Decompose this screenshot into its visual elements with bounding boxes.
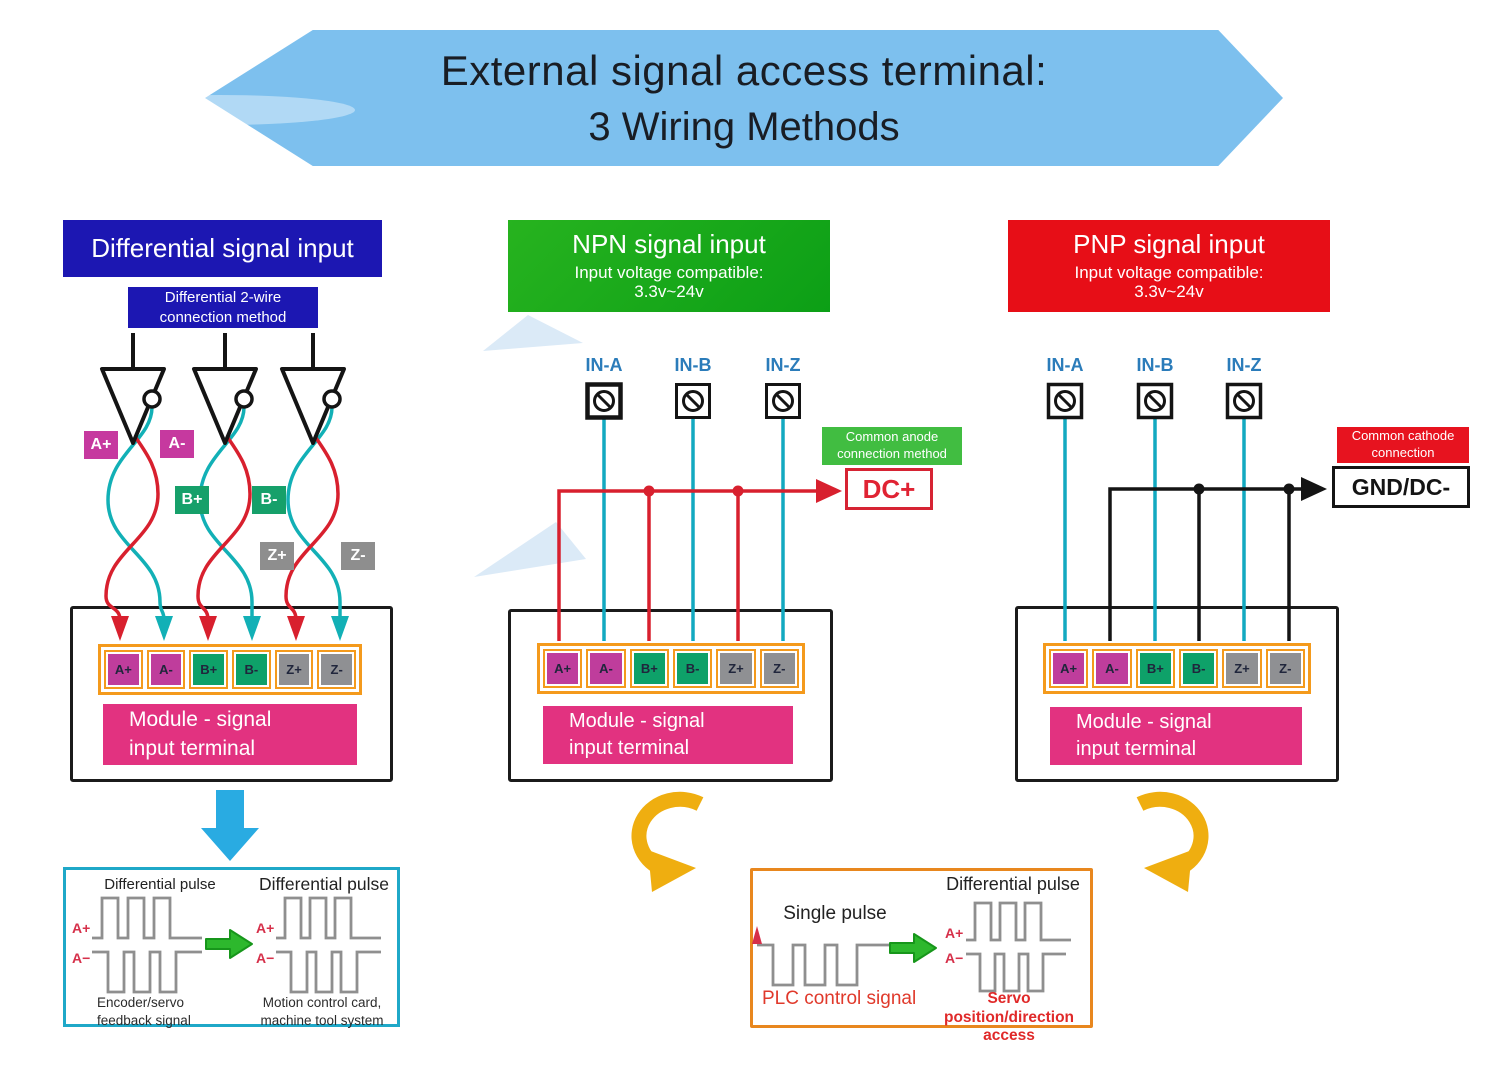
a-plus-label: A+ (72, 920, 91, 936)
pnp-header: PNP signal input Input voltage compatibl… (1008, 220, 1330, 312)
terminal-cell: B- (1178, 649, 1219, 688)
dc-plus-box: DC+ (845, 468, 933, 510)
terminal-label: Z+ (720, 653, 752, 684)
terminal-cell: A+ (1049, 649, 1089, 688)
pulse-right-caption: Servo position/direction access (943, 990, 1075, 1045)
feedback-left-title: Differential pulse (104, 876, 216, 893)
line-driver-symbols (100, 333, 346, 445)
pnp-module-label: Module - signal input terminal (1050, 707, 1302, 765)
input-label-in-z: IN-Z (1226, 355, 1262, 375)
terminal-label: Z+ (278, 654, 310, 685)
banner-line1: External signal access terminal: (440, 46, 1048, 94)
npn-subtitle: Input voltage compatible: (574, 262, 764, 282)
pulse-left-title: Single pulse (783, 903, 887, 924)
terminal-cell: B+ (629, 649, 669, 688)
differential-method-label: Differential 2-wire connection method (128, 287, 318, 328)
decorative-triangles (85, 95, 586, 577)
gnd-dc-minus-box: GND/DC- (1332, 466, 1470, 508)
terminal-cell: A+ (543, 649, 583, 688)
pnp-title: PNP signal input (1073, 229, 1265, 259)
pnp-connection-label: Common cathode connection (1337, 427, 1469, 463)
terminal-label: B+ (633, 653, 665, 684)
terminal-cell: A- (146, 650, 186, 689)
npn-terminal-strip: A+ A- B+ B- Z+ Z- (537, 643, 805, 694)
title-banner: External signal access terminal: 3 Wirin… (205, 30, 1283, 166)
terminal-label: A+ (547, 653, 579, 684)
differential-twisted-pairs (104, 397, 342, 621)
terminal-label: A- (590, 653, 622, 684)
a-minus-label: A− (72, 950, 91, 966)
npn-module-label: Module - signal input terminal (543, 706, 793, 764)
terminal-label: Z+ (1226, 653, 1258, 684)
yellow-curved-arrow-left (631, 791, 704, 892)
wire-label-a-plus: A+ (84, 431, 118, 459)
pulse-right-title: Differential pulse (946, 874, 1080, 894)
input-label-in-b: IN-B (674, 355, 712, 375)
a-plus-label: A+ (945, 925, 964, 941)
wire-label-b-minus: B- (252, 486, 286, 514)
npn-title: NPN signal input (572, 229, 766, 259)
wire-label-z-plus: Z+ (260, 542, 294, 570)
terminal-cell: A- (586, 649, 626, 688)
wire-label-z-minus: Z- (341, 542, 375, 570)
input-label-in-b: IN-B (1136, 355, 1174, 375)
terminal-cell: Z- (759, 649, 799, 688)
terminal-label: A+ (108, 654, 139, 685)
input-label-in-a: IN-A (585, 355, 623, 375)
a-plus-label: A+ (256, 920, 275, 936)
npn-screw-terminals (585, 382, 801, 420)
differential-module-label: Module - signal input terminal (103, 704, 357, 765)
feedback-left-caption: Encoder/servo feedback signal (97, 995, 191, 1028)
terminal-cell: A+ (104, 650, 143, 689)
npn-voltage: 3.3v~24v (634, 282, 704, 302)
terminal-label: A+ (1053, 653, 1085, 684)
terminal-cell: A- (1092, 649, 1132, 688)
feedback-right-title: Differential pulse (258, 874, 390, 894)
npn-connection-label: Common anode connection method (822, 427, 962, 465)
blue-down-arrow (201, 790, 259, 861)
terminal-cell: B+ (189, 650, 229, 689)
npn-header: NPN signal input Input voltage compatibl… (508, 220, 830, 312)
terminal-label: A- (1096, 653, 1128, 684)
terminal-cell: Z- (1265, 649, 1305, 688)
pnp-voltage: 3.3v~24v (1134, 282, 1204, 302)
pnp-terminal-strip: A+ A- B+ B- Z+ Z- (1043, 643, 1311, 694)
npn-signal-wires (602, 418, 785, 641)
terminal-label: Z- (1269, 653, 1301, 684)
terminal-label: A- (150, 654, 182, 685)
wire-label-a-minus: A- (160, 430, 194, 458)
terminal-cell: Z+ (1222, 649, 1262, 688)
terminal-cell: B- (232, 650, 271, 689)
input-label-in-a: IN-A (1046, 355, 1084, 375)
terminal-label: B- (676, 653, 709, 684)
pulse-left-caption: PLC control signal (762, 988, 917, 1009)
terminal-label: B+ (1139, 653, 1171, 684)
terminal-label: B+ (193, 654, 225, 685)
banner-line2: 3 Wiring Methods (588, 104, 900, 149)
terminal-cell: Z+ (274, 650, 314, 689)
feedback-right-caption: Motion control card, machine tool system (260, 995, 384, 1028)
a-minus-label: A− (945, 950, 964, 966)
terminal-cell: B- (672, 649, 713, 688)
differential-header: Differential signal input (63, 220, 382, 277)
terminal-cell: Z+ (716, 649, 756, 688)
pnp-screw-terminals (1046, 382, 1263, 420)
terminal-cell: B+ (1135, 649, 1175, 688)
terminal-cell: Z- (317, 650, 357, 689)
differential-terminal-strip: A+ A- B+ B- Z+ Z- (98, 644, 362, 695)
wire-label-b-plus: B+ (175, 486, 209, 514)
terminal-label: Z- (763, 653, 795, 684)
terminal-label: B- (1182, 653, 1215, 684)
terminal-label: Z- (321, 654, 353, 685)
terminal-label: B- (236, 654, 267, 685)
yellow-curved-arrow-right (1136, 791, 1209, 892)
pnp-subtitle: Input voltage compatible: (1074, 262, 1264, 282)
input-label-in-z: IN-Z (765, 355, 801, 375)
a-minus-label: A− (256, 950, 275, 966)
